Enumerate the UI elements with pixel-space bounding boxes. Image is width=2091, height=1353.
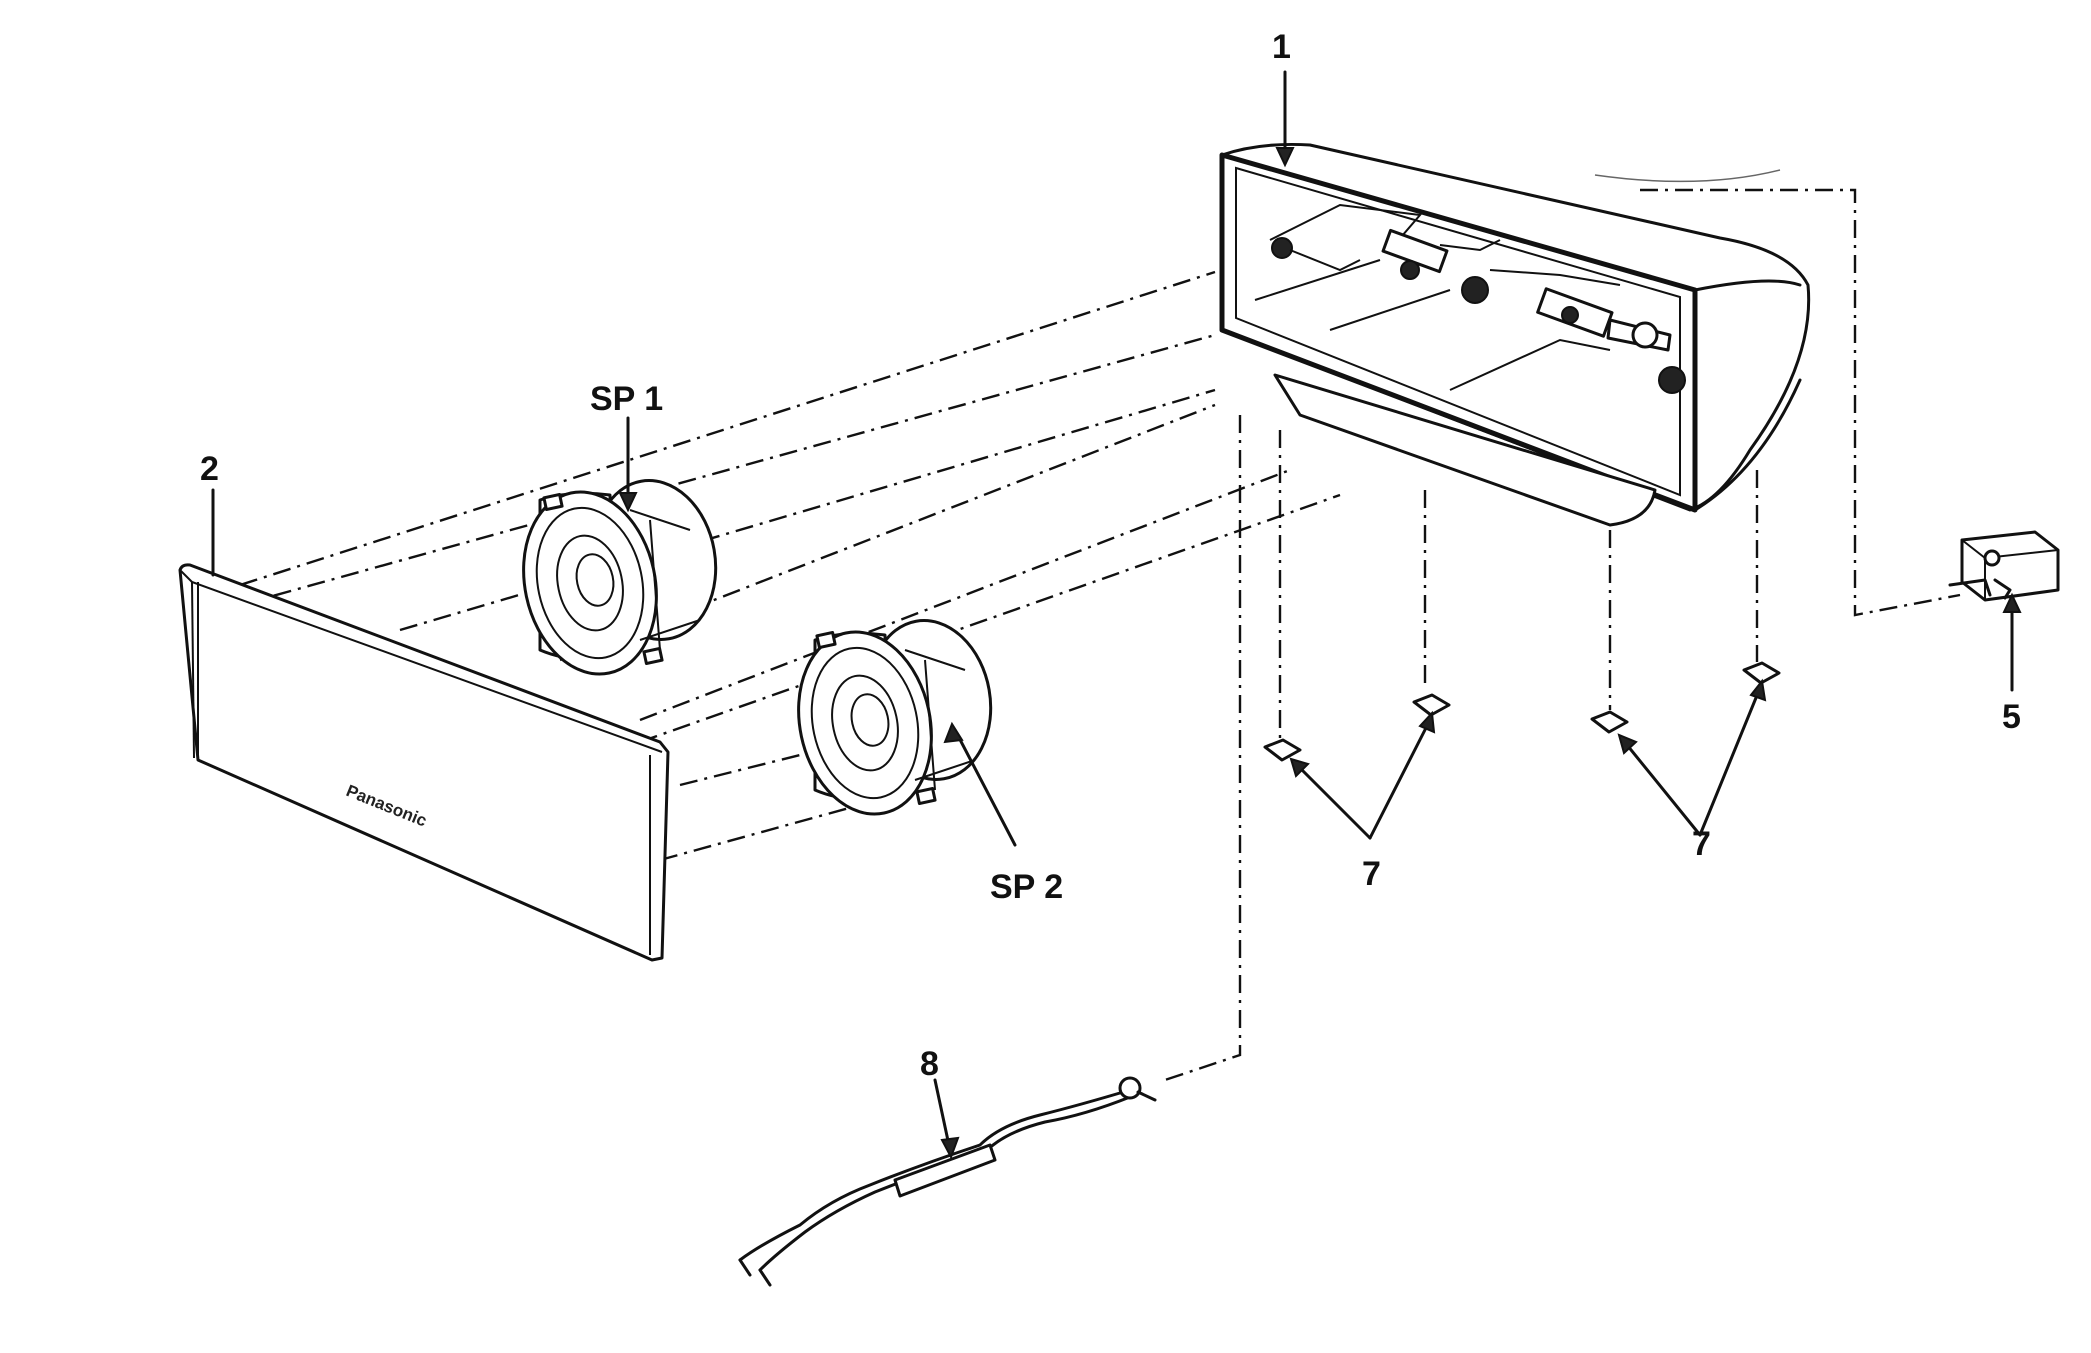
front-grille-part: Panasonic: [178, 563, 670, 962]
speaker-sp2-part: [797, 619, 993, 816]
callout-sp2: SP 2: [990, 868, 1063, 906]
leader-lines: [211, 70, 2022, 1160]
callout-7-right: 7: [1692, 825, 1711, 863]
terminal-part: [1948, 530, 2060, 602]
cabinet-part: [1219, 142, 1811, 527]
callout-sp1: SP 1: [590, 380, 663, 418]
callout-5: 5: [2002, 698, 2021, 736]
feet-parts: [1263, 661, 1781, 762]
callout-7-left: 7: [1362, 855, 1381, 893]
speaker-sp1-part: [522, 479, 718, 676]
callout-8: 8: [920, 1045, 939, 1083]
cable-part: [738, 1076, 1157, 1287]
callout-2: 2: [200, 450, 219, 488]
cabinet-internals: [1254, 203, 1686, 394]
callout-1: 1: [1272, 28, 1291, 66]
